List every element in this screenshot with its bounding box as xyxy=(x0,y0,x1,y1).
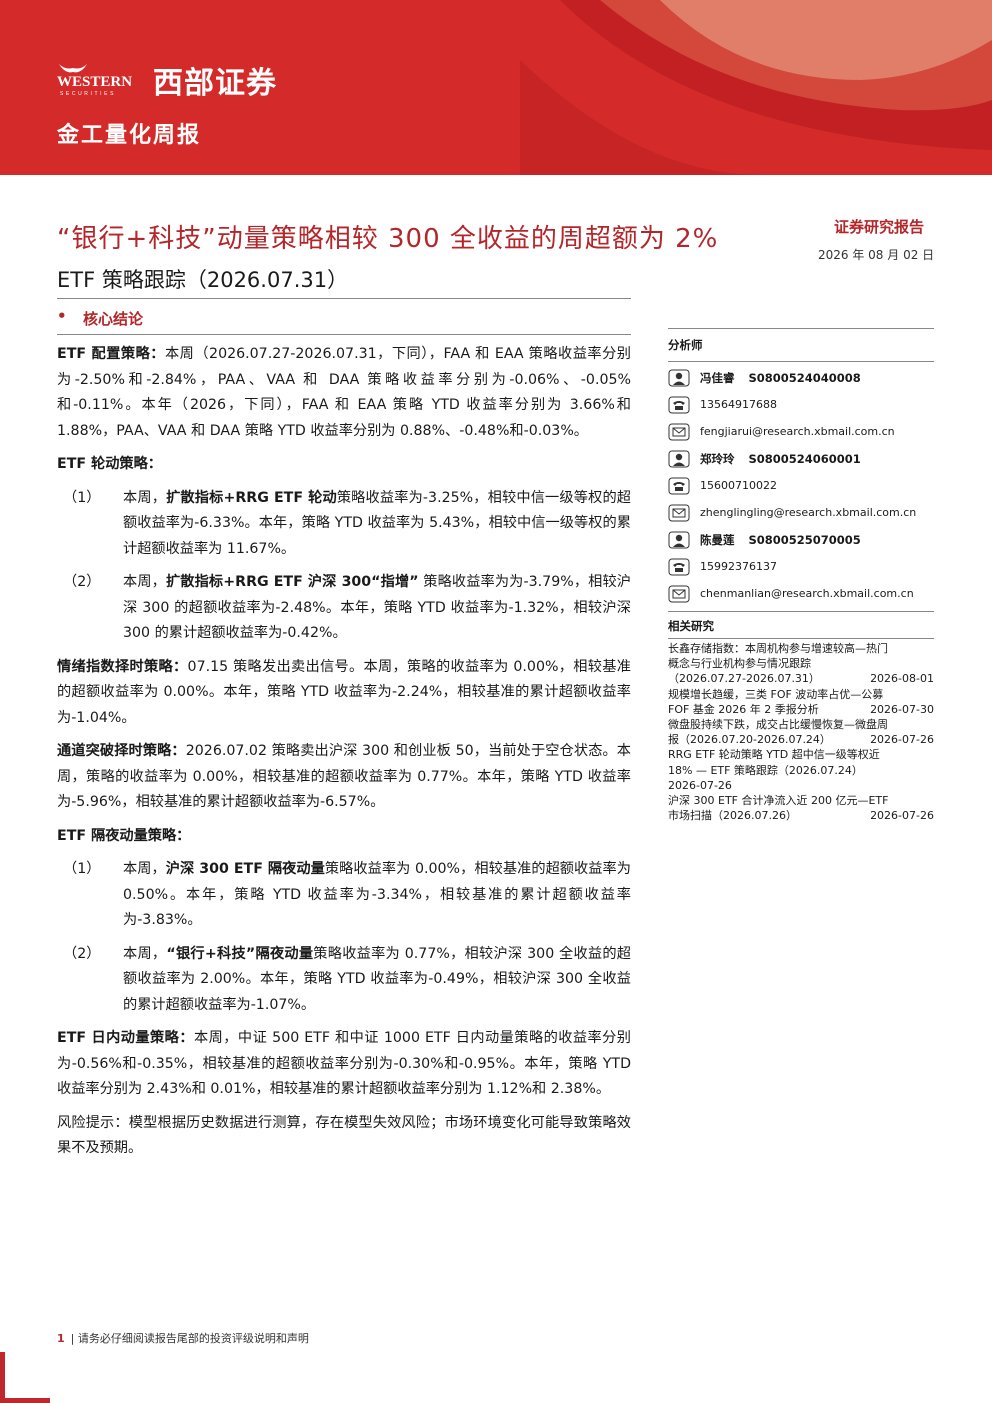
list-item[interactable]: 沪深 300 ETF 合计净流入近 200 亿元—ETF 市场扫描（2026.0… xyxy=(668,794,934,823)
analyst-name-row: 郑玲玲 S0800524060001 xyxy=(668,445,934,472)
person-icon xyxy=(668,369,690,386)
related-heading: 相关研究 xyxy=(668,619,714,633)
phone-icon xyxy=(668,477,690,494)
bull-horns-icon xyxy=(59,64,87,73)
analyst-heading: 分析师 xyxy=(668,338,703,352)
report-title: “银行+科技”动量策略相较 300 全收益的周超额为 2% xyxy=(57,224,719,254)
mail-icon xyxy=(668,504,690,521)
list-item: （2） 本周，扩散指标+RRG ETF 沪深 300“指增” 策略收益率为为-3… xyxy=(63,574,631,641)
analyst-phone-row: 15600710022 xyxy=(668,472,934,499)
analyst-phone-row: 15992376137 xyxy=(668,553,934,580)
list-item[interactable]: 长鑫存储指数：本周机构参与增速较高—热门 概念与行业机构参与情况跟踪 （2026… xyxy=(668,642,934,686)
analyst-name-row: 冯佳睿 S0800524040008 xyxy=(668,364,934,391)
core-conclusion-label: 核心结论 xyxy=(83,310,144,328)
bullet-icon: • xyxy=(57,307,67,325)
paragraph-allocation: ETF 配置策略：本周（2026.07.27-2026.07.31，下同），FA… xyxy=(57,346,631,439)
core-divider xyxy=(57,334,631,335)
list-item: （2） 本周，“银行+科技”隔夜动量策略收益率为 0.77%，相较沪深 300 … xyxy=(63,945,631,1013)
person-icon xyxy=(668,450,690,467)
phone-icon xyxy=(668,558,690,575)
logo-english: WESTERN xyxy=(57,74,133,90)
section-overnight: ETF 隔夜动量策略： xyxy=(57,827,191,844)
paragraph-sentiment: 情绪指数择时策略：07.15 策略发出卖出信号。本周，策略的收益率为 0.00%… xyxy=(57,658,631,726)
page-number: 1 xyxy=(57,1332,65,1345)
list-item: （1） 本周，沪深 300 ETF 隔夜动量策略收益率为 0.00%，相较基准的… xyxy=(63,861,631,928)
section-rotation: ETF 轮动策略： xyxy=(57,456,162,472)
sidebar-divider xyxy=(668,611,934,612)
title-divider xyxy=(57,298,631,299)
report-subtitle: ETF 策略跟踪（2026.07.31） xyxy=(57,268,349,292)
report-date: 2026 年 08 月 02 日 xyxy=(818,248,935,262)
list-item[interactable]: 微盘股持续下跌，成交占比缓慢恢复—微盘周 报（2026.07.20-2026.0… xyxy=(668,718,934,747)
analyst-email-row[interactable]: fengjiarui@research.xbmail.com.cn xyxy=(668,418,934,445)
list-item[interactable]: RRG ETF 轮动策略 YTD 超中信一级等权近 18% — ETF 策略跟踪… xyxy=(668,748,880,792)
paragraph-channel: 通道突破择时策略：2026.07.02 策略卖出沪深 300 和创业板 50，当… xyxy=(57,743,631,810)
list-item[interactable]: 规模增长趋缓，三类 FOF 波动率占优—公募 FOF 基金 2026 年 2 季… xyxy=(668,687,934,716)
header-banner: WESTERN SECURITIES 西部证券 金工量化周报 xyxy=(0,0,992,175)
sidebar: 分析师 冯佳睿 S0800524040008 13564917688 fengj… xyxy=(668,328,934,823)
banner-decoration xyxy=(520,0,992,175)
analyst-email-row[interactable]: chenmanlian@research.xbmail.com.cn xyxy=(668,580,934,607)
company-logo: WESTERN SECURITIES 西部证券 xyxy=(57,58,277,102)
analyst-email-row[interactable]: zhenglingling@research.xbmail.com.cn xyxy=(668,499,934,526)
mail-icon xyxy=(668,585,690,602)
logo-english-sub: SECURITIES xyxy=(60,91,117,97)
list-item: （1） 本周，扩散指标+RRG ETF 轮动策略收益率为-3.25%，相较中信一… xyxy=(63,489,631,557)
risk-note: 风险提示：模型根据历史数据进行测算，存在模型失效风险；市场环境变化可能导致策略效… xyxy=(57,1114,631,1157)
mail-icon xyxy=(668,423,690,440)
report-series: 金工量化周报 xyxy=(57,123,202,148)
sidebar-divider xyxy=(668,361,934,362)
analyst-name-row: 陈曼莲 S0800525070005 xyxy=(668,526,934,553)
sidebar-divider xyxy=(668,638,934,639)
corner-decoration xyxy=(0,1352,5,1403)
analyst-phone-row: 13564917688 xyxy=(668,391,934,418)
sidebar-divider xyxy=(668,328,934,329)
paragraph-intraday: ETF 日内动量策略：本周，中证 500 ETF 和中证 1000 ETF 日内… xyxy=(57,1030,631,1097)
logo-chinese: 西部证券 xyxy=(153,66,277,101)
page-footer: 1 | 请务必仔细阅读报告尾部的投资评级说明和声明 xyxy=(57,1330,309,1346)
main-body: ETF 配置策略：本周（2026.07.27-2026.07.31，下同），FA… xyxy=(57,342,631,1170)
core-conclusion-header: • 核心结论 xyxy=(57,307,631,330)
logo-mark: WESTERN SECURITIES xyxy=(57,62,149,98)
footer-disclaimer: | 请务必仔细阅读报告尾部的投资评级说明和声明 xyxy=(70,1332,309,1345)
related-research-list: 长鑫存储指数：本周机构参与增速较高—热门 概念与行业机构参与情况跟踪 （2026… xyxy=(668,641,934,823)
person-icon xyxy=(668,531,690,548)
corner-decoration xyxy=(0,1398,50,1403)
phone-icon xyxy=(668,396,690,413)
report-type: 证券研究报告 xyxy=(834,218,925,236)
